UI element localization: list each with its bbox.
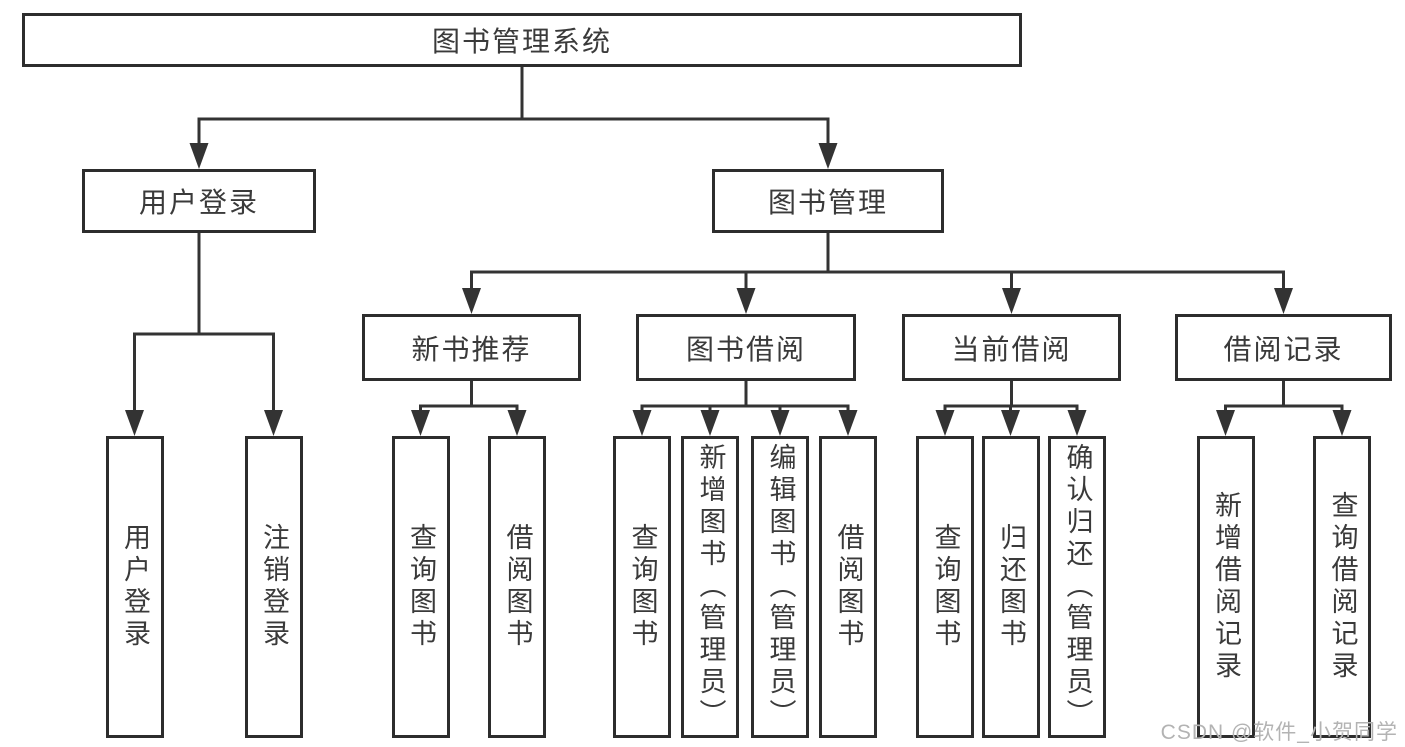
edge-records-to-leaves <box>1224 379 1344 412</box>
node-book-borrowing: 图书借阅 <box>636 314 856 381</box>
arrow-down-icon <box>935 410 955 436</box>
edge-login-to-leaves <box>133 231 275 412</box>
leaf-confirm-return-admin: 确认归还（管理员） <box>1048 436 1106 738</box>
leaf-add-books-admin: 新增图书（管理员） <box>681 436 739 738</box>
arrow-down-icon <box>462 288 481 314</box>
edge-root-to-level2 <box>197 64 830 145</box>
leaf-return-books-label: 归还图书 <box>996 523 1026 651</box>
leaf-user-login-label: 用户登录 <box>120 523 150 651</box>
arrow-down-icon <box>700 410 720 436</box>
arrow-down-icon <box>264 410 283 436</box>
leaf-add-borrow-record-label: 新增借阅记录 <box>1211 491 1241 683</box>
leaf-query-books-current: 查询图书 <box>916 436 974 738</box>
leaf-edit-books-admin: 编辑图书（管理员） <box>751 436 809 738</box>
leaf-query-books-borrowing: 查询图书 <box>613 436 671 738</box>
leaf-query-borrow-record-label: 查询借阅记录 <box>1327 491 1358 683</box>
arrow-down-icon <box>838 410 858 436</box>
leaf-query-books-borrowing-label: 查询图书 <box>627 523 658 651</box>
arrow-down-icon <box>1216 410 1235 436</box>
arrow-down-icon <box>736 288 756 314</box>
arrow-down-icon <box>632 410 652 436</box>
leaf-borrow-books-recommend: 借阅图书 <box>488 436 546 738</box>
arrow-down-icon <box>411 410 430 436</box>
leaf-query-books-recommend: 查询图书 <box>391 436 450 738</box>
leaf-user-login: 用户登录 <box>105 436 164 738</box>
leaf-edit-books-admin-label: 编辑图书（管理员） <box>765 443 796 731</box>
node-current-borrowing: 当前借阅 <box>902 314 1121 381</box>
leaf-borrow-books-borrowing-label: 借阅图书 <box>833 523 864 651</box>
node-user-login: 用户登录 <box>82 169 316 233</box>
edge-current-to-leaves <box>943 379 1079 412</box>
leaf-return-books: 归还图书 <box>981 436 1040 738</box>
leaf-confirm-return-admin-label: 确认归还（管理员） <box>1062 443 1093 731</box>
arrow-down-icon <box>507 410 527 436</box>
leaf-add-books-admin-label: 新增图书（管理员） <box>695 443 726 731</box>
node-new-book-recommend: 新书推荐 <box>362 314 581 381</box>
leaf-query-books-current-label: 查询图书 <box>930 523 961 651</box>
leaf-logout-label: 注销登录 <box>259 523 289 651</box>
arrow-down-icon <box>1001 410 1020 436</box>
leaf-query-books-recommend-label: 查询图书 <box>406 523 436 651</box>
edge-borrowing-to-leaves <box>640 379 850 412</box>
leaf-logout: 注销登录 <box>244 436 303 738</box>
edge-newbook-to-leaves <box>419 379 519 412</box>
csdn-watermark: CSDN @软件_小贺同学 <box>1160 721 1398 744</box>
leaf-borrow-books-recommend-label: 借阅图书 <box>502 523 533 651</box>
arrow-down-icon <box>189 143 209 169</box>
arrow-down-icon <box>125 410 144 436</box>
leaf-add-borrow-record: 新增借阅记录 <box>1196 436 1255 738</box>
arrow-down-icon <box>818 143 838 169</box>
node-borrowing-records: 借阅记录 <box>1175 314 1392 381</box>
arrow-down-icon <box>1274 288 1293 314</box>
arrow-down-icon <box>1067 410 1087 436</box>
node-root-system: 图书管理系统 <box>22 13 1022 67</box>
arrow-down-icon <box>1332 410 1352 436</box>
arrow-down-icon <box>1002 288 1021 314</box>
leaf-query-borrow-record: 查询借阅记录 <box>1313 436 1371 738</box>
node-book-management: 图书管理 <box>712 169 944 233</box>
leaf-borrow-books-borrowing: 借阅图书 <box>819 436 877 738</box>
arrow-down-icon <box>770 410 790 436</box>
edge-management-to-level3 <box>470 231 1285 290</box>
